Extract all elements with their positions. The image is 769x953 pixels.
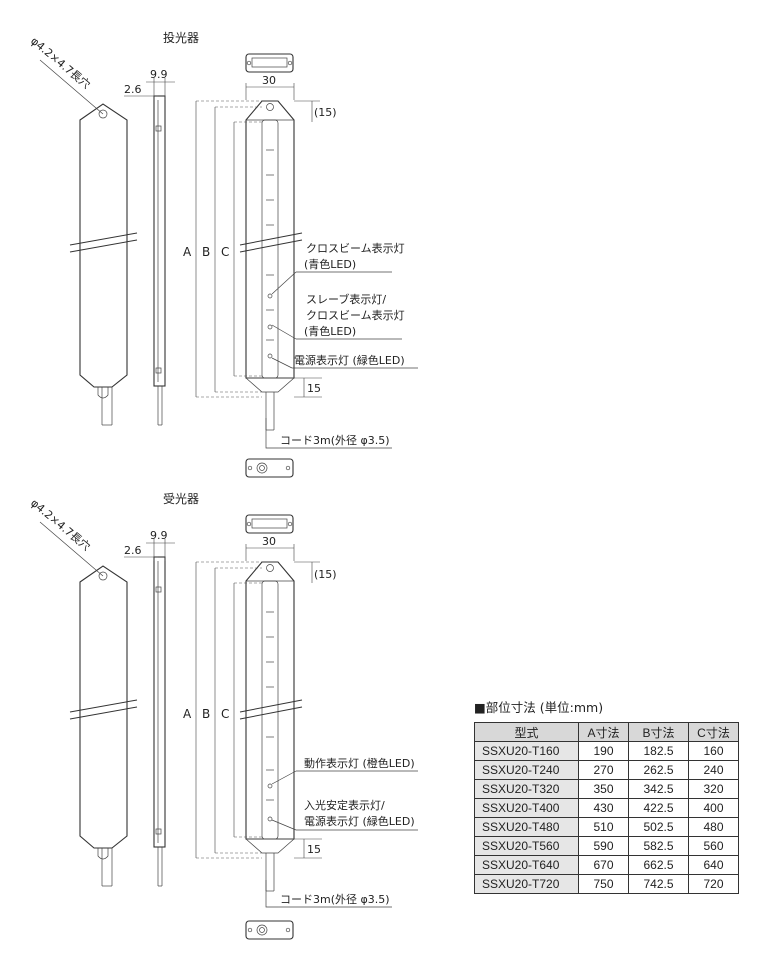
emitter-back-view: φ4.2×4.7長穴 bbox=[28, 34, 138, 426]
model-cell: SSXU20-T560 bbox=[474, 836, 579, 856]
dimension-table-section: ■部位寸法 (単位:mm) 型式 A寸法 B寸法 C寸法 SSXU20-T160… bbox=[474, 697, 739, 894]
emitter-callout-2c: (青色LED) bbox=[304, 324, 356, 338]
header-b: B寸法 bbox=[628, 722, 689, 742]
model-cell: SSXU20-T480 bbox=[474, 817, 579, 837]
emitter-cord: コード3m(外径 φ3.5) bbox=[280, 434, 390, 447]
a-cell: 670 bbox=[578, 855, 629, 875]
b-cell: 342.5 bbox=[628, 779, 689, 799]
b-cell: 742.5 bbox=[628, 874, 689, 894]
receiver-callout-1: 動作表示灯 (橙色LED) bbox=[304, 756, 415, 770]
emitter-callout-2b: クロスビーム表示灯 bbox=[306, 308, 405, 322]
a-cell: 350 bbox=[578, 779, 629, 799]
emitter-callout-1b: (青色LED) bbox=[304, 257, 356, 271]
a-cell: 430 bbox=[578, 798, 629, 818]
receiver-bottom-view bbox=[245, 920, 294, 940]
emitter-drawing: 投光器 φ4.2×4.7長穴 bbox=[28, 30, 418, 478]
emitter-dim-bottom: 15 bbox=[307, 382, 321, 395]
header-model: 型式 bbox=[474, 722, 579, 742]
emitter-callout-3: 電源表示灯 (緑色LED) bbox=[294, 353, 405, 367]
receiver-callout-2b: 電源表示灯 (緑色LED) bbox=[304, 814, 415, 828]
receiver-hole-label: φ4.2×4.7長穴 bbox=[28, 496, 93, 554]
receiver-dim-c: C bbox=[221, 707, 229, 721]
emitter-front-view: 30 (15) 15 A B C クロスビーム表 bbox=[183, 74, 418, 449]
b-cell: 582.5 bbox=[628, 836, 689, 856]
receiver-dim-front-width: 30 bbox=[262, 535, 276, 548]
emitter-hole-label: φ4.2×4.7長穴 bbox=[28, 34, 93, 92]
model-cell: SSXU20-T720 bbox=[474, 874, 579, 894]
header-c: C寸法 bbox=[688, 722, 739, 742]
model-cell: SSXU20-T400 bbox=[474, 798, 579, 818]
receiver-dim-side-width: 9.9 bbox=[150, 529, 168, 542]
b-cell: 262.5 bbox=[628, 760, 689, 780]
b-cell: 422.5 bbox=[628, 798, 689, 818]
a-cell: 750 bbox=[578, 874, 629, 894]
emitter-bottom-view bbox=[245, 458, 294, 478]
emitter-dim-b: B bbox=[202, 245, 210, 259]
b-cell: 662.5 bbox=[628, 855, 689, 875]
model-cell: SSXU20-T240 bbox=[474, 760, 579, 780]
emitter-dim-a: A bbox=[183, 245, 192, 259]
emitter-dim-c: C bbox=[221, 245, 229, 259]
c-cell: 320 bbox=[688, 779, 739, 799]
receiver-dim-bottom: 15 bbox=[307, 843, 321, 856]
emitter-title: 投光器 bbox=[163, 30, 199, 45]
receiver-drawing: 受光器 φ4.2×4.7長穴 bbox=[28, 492, 418, 940]
a-cell: 510 bbox=[578, 817, 629, 837]
model-cell: SSXU20-T640 bbox=[474, 855, 579, 875]
receiver-front-view: 30 (15) 15 A B C 動作表示灯 (橙色LED) 入 bbox=[183, 535, 418, 908]
c-cell: 240 bbox=[688, 760, 739, 780]
receiver-callout-2: 入光安定表示灯/ bbox=[304, 798, 385, 812]
emitter-side-view: 9.9 2.6 bbox=[124, 68, 175, 426]
receiver-dim-top: (15) bbox=[314, 568, 337, 581]
model-cell: SSXU20-T160 bbox=[474, 741, 579, 761]
c-cell: 160 bbox=[688, 741, 739, 761]
emitter-top-view bbox=[245, 53, 294, 73]
emitter-callout-2: スレーブ表示灯/ bbox=[306, 292, 386, 306]
c-cell: 400 bbox=[688, 798, 739, 818]
c-cell: 480 bbox=[688, 817, 739, 837]
emitter-callout-1: クロスビーム表示灯 bbox=[306, 241, 405, 255]
a-cell: 590 bbox=[578, 836, 629, 856]
receiver-title: 受光器 bbox=[163, 492, 199, 506]
receiver-cord: コード3m(外径 φ3.5) bbox=[280, 893, 390, 906]
c-cell: 560 bbox=[688, 836, 739, 856]
c-cell: 640 bbox=[688, 855, 739, 875]
emitter-dim-side-width: 9.9 bbox=[150, 68, 168, 81]
c-cell: 720 bbox=[688, 874, 739, 894]
emitter-dim-side-offset: 2.6 bbox=[124, 83, 142, 96]
a-cell: 270 bbox=[578, 760, 629, 780]
b-cell: 502.5 bbox=[628, 817, 689, 837]
receiver-dim-side-offset: 2.6 bbox=[124, 544, 142, 557]
receiver-side-view: 9.9 2.6 bbox=[124, 529, 175, 887]
receiver-top-view bbox=[245, 514, 294, 534]
table-title: ■部位寸法 (単位:mm) bbox=[474, 700, 604, 715]
receiver-dim-a: A bbox=[183, 707, 192, 721]
table-header-row: 型式 A寸法 B寸法 C寸法 bbox=[474, 722, 739, 742]
b-cell: 182.5 bbox=[628, 741, 689, 761]
receiver-dim-b: B bbox=[202, 707, 210, 721]
a-cell: 190 bbox=[578, 741, 629, 761]
receiver-back-view: φ4.2×4.7長穴 bbox=[28, 496, 138, 887]
emitter-dim-top: (15) bbox=[314, 106, 337, 119]
header-a: A寸法 bbox=[578, 722, 629, 742]
model-cell: SSXU20-T320 bbox=[474, 779, 579, 799]
emitter-dim-front-width: 30 bbox=[262, 74, 276, 87]
